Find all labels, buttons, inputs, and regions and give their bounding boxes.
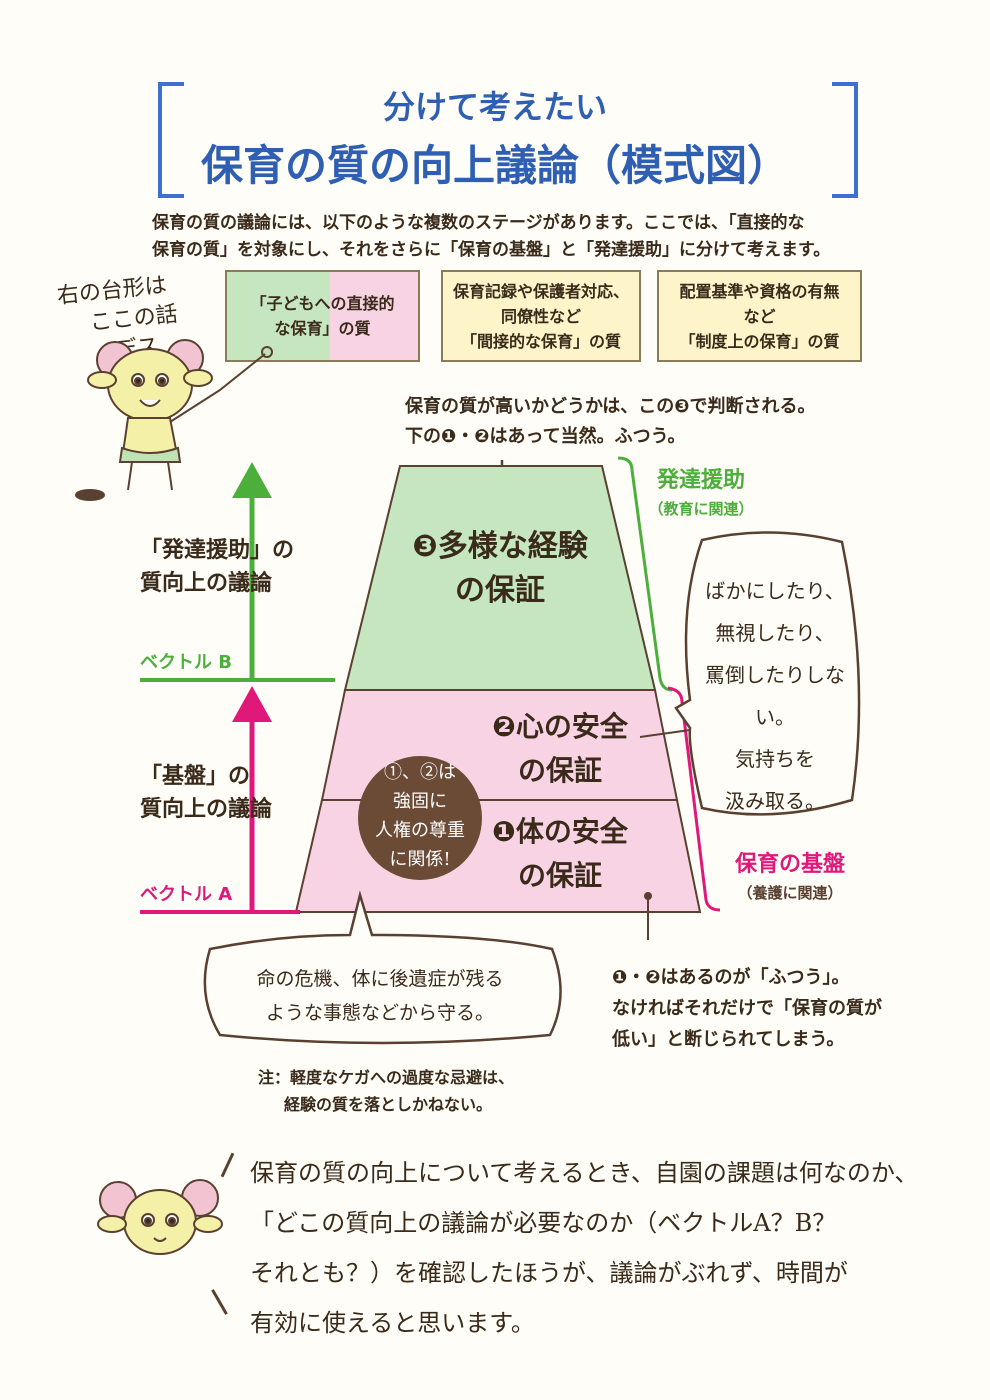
foundation-subtitle: （養護に関連） xyxy=(737,884,843,902)
circle-line1: ①、②は xyxy=(384,762,456,783)
vector-a-label: ベクトル A xyxy=(140,884,233,905)
vector-a-arrowhead xyxy=(232,686,272,722)
bubble-bottom-line2: ような事態などから守る。 xyxy=(265,1002,494,1024)
vector-b-desc-line1: 「発達援助」の xyxy=(140,538,295,563)
vector-a-description: 「基盤」の 質向上の議論 xyxy=(140,760,272,826)
stage-direct-line2: な保育」の質 xyxy=(274,319,371,338)
stage-institutional-line3: 「制度上の保育」の質 xyxy=(679,331,840,351)
level2-pointer xyxy=(639,729,691,738)
stage-indirect-line2: 同僚性など xyxy=(500,306,581,326)
vector-b-label: ベクトル B xyxy=(140,652,232,673)
development-subtitle: （教育に関連） xyxy=(648,500,754,518)
foundation-title: 保育の基盤 xyxy=(734,852,845,877)
pyramid-level2-label: ❷心の安全 の保証 xyxy=(470,705,650,793)
intro-text: 保育の質の議論には、以下のような複数のステージがあります。ここでは、「直接的な … xyxy=(152,210,872,264)
level3-line2: の保証 xyxy=(455,573,545,608)
bubble-right-line4: 気持ちを xyxy=(735,747,815,771)
sheep-mascot-bottom xyxy=(97,1179,223,1255)
human-rights-circle xyxy=(358,756,482,880)
right-speech-bubble-shape xyxy=(674,531,861,816)
bubble-right-line5: 汲み取る。 xyxy=(725,789,825,813)
page-title: 保育の質の向上議論（模式図） xyxy=(200,141,789,190)
circle-line3: 人権の尊重 xyxy=(375,820,465,841)
right-bubble-text: ばかにしたり、 無視したり、 罵倒したりしない。 気持ちを 汲み取る。 xyxy=(690,570,860,822)
bubble-bottom-line1: 命の危機、体に後遺症が残る xyxy=(256,968,504,990)
top-note-line2: 下の❶・❷はあって当然。ふつう。 xyxy=(405,426,686,447)
vector-b-desc-line2: 質向上の議論 xyxy=(140,571,273,596)
footnote: 注：軽度なケガへの過度な忌避は、 経験の質を落としかねない。 xyxy=(258,1064,514,1118)
bottom-speech-bubble-shape xyxy=(203,890,562,1045)
level1-line2: の保証 xyxy=(517,859,602,892)
bottom-bubble-text: 命の危機、体に後遺症が残る ような事態などから守る。 xyxy=(210,962,550,1030)
circle-line4: に関係! xyxy=(389,849,451,870)
vector-b-arrowhead xyxy=(232,462,272,498)
stage-box-direct: 「子どもへの直接的 な保育」の質 xyxy=(225,270,420,362)
development-label: 発達援助 （教育に関連） xyxy=(646,462,756,519)
vector-a-desc-line1: 「基盤」の xyxy=(140,764,251,789)
quote-mark-top xyxy=(220,1152,235,1178)
stage-institutional-line1: 配置基準や資格の有無 xyxy=(679,281,840,301)
circle-line2: 強固に xyxy=(393,791,447,812)
bottom-right-note-line3: 低い」と断じられてしまう。 xyxy=(612,1029,845,1050)
stage-box-indirect: 保育記録や保護者対応、 同僚性など 「間接的な保育」の質 xyxy=(441,270,641,362)
bottom-right-note-line1: ❶・❷はあるのが「ふつう」。 xyxy=(612,967,850,988)
left-title-bracket xyxy=(158,82,184,198)
stage-indirect-line1: 保育記録や保護者対応、 xyxy=(452,281,629,301)
sheep-mascot-top-figure xyxy=(75,339,273,501)
stage-institutional-line2: など xyxy=(743,306,776,326)
stage-indirect-line3: 「間接的な保育」の質 xyxy=(460,331,621,351)
closing-line3: それとも？）を確認したほうが、議論がぶれず、時間が xyxy=(250,1259,848,1287)
bubble-right-line1: ばかにしたり、 xyxy=(705,579,845,603)
vector-b-description: 「発達援助」の 質向上の議論 xyxy=(140,534,294,600)
stage-box-institutional: 配置基準や資格の有無 など 「制度上の保育」の質 xyxy=(657,270,862,362)
closing-line2: 「どこの質向上の議論が必要なのか（ベクトルA？B？ xyxy=(250,1209,837,1237)
footnote-line1: 注：軽度なケガへの過度な忌避は、 xyxy=(258,1068,515,1087)
development-title: 発達援助 xyxy=(656,468,745,493)
level3-line1: ❸多様な経験 xyxy=(412,529,588,564)
bubble-right-line2: 無視したり、 xyxy=(715,621,835,645)
footnote-line2: 経験の質を落としかねない。 xyxy=(284,1095,493,1114)
foundation-bracket xyxy=(667,686,721,912)
bottom-bubble-outline xyxy=(203,890,562,1045)
level2-line1: ❷心の安全 xyxy=(492,710,628,743)
quality-pyramid-diagram xyxy=(140,456,721,940)
closing-line4: 有効に使えると思います。 xyxy=(250,1309,535,1337)
foundation-label: 保育の基盤 （養護に関連） xyxy=(720,846,860,903)
bottom-right-note: ❶・❷はあるのが「ふつう」。 なければそれだけで「保育の質が 低い」と断じられて… xyxy=(612,962,882,1055)
stage-direct-line1: 「子どもへの直接的 xyxy=(250,294,395,313)
vector-a-desc-line2: 質向上の議論 xyxy=(140,797,273,822)
pyramid-level1-label: ❶体の安全 の保証 xyxy=(470,810,650,898)
top-note-line1: 保育の質が高いかどうかは、この❸で判断される。 xyxy=(405,396,816,417)
quote-mark-bottom xyxy=(211,1289,228,1315)
title-line1: 分けて考えたい xyxy=(382,88,607,126)
level2-line2: の保証 xyxy=(517,754,602,787)
sheep-mascot-bottom-figure xyxy=(97,1179,223,1255)
human-rights-circle-text: ①、②は 強固に 人権の尊重 に関係! xyxy=(358,758,482,874)
development-bracket xyxy=(617,456,673,692)
top-note: 保育の質が高いかどうかは、この❸で判断される。 下の❶・❷はあって当然。ふつう。 xyxy=(405,392,816,452)
closing-message: 保育の質の向上について考えるとき、自園の課題は何なのか、 「どこの質向上の議論が… xyxy=(250,1148,970,1348)
closing-line1: 保育の質の向上について考えるとき、自園の課題は何なのか、 xyxy=(250,1159,919,1187)
right-bubble-outline xyxy=(674,531,861,816)
pyramid-level3-label: ❸多様な経験 の保証 xyxy=(380,525,620,613)
sheep-mascot-top xyxy=(75,339,273,501)
intro-line2: 保育の質」を対象にし、それをさらに「保育の基盤」と「発達援助」に分けて考えます。 xyxy=(152,240,831,260)
bubble-right-line3: 罵倒したりしない。 xyxy=(705,663,845,729)
intro-line1: 保育の質の議論には、以下のような複数のステージがあります。ここでは、「直接的な xyxy=(152,213,805,233)
level1-line1: ❶体の安全 xyxy=(492,815,628,848)
bottom-right-note-line2: なければそれだけで「保育の質が xyxy=(612,998,882,1019)
right-title-bracket xyxy=(832,82,858,198)
